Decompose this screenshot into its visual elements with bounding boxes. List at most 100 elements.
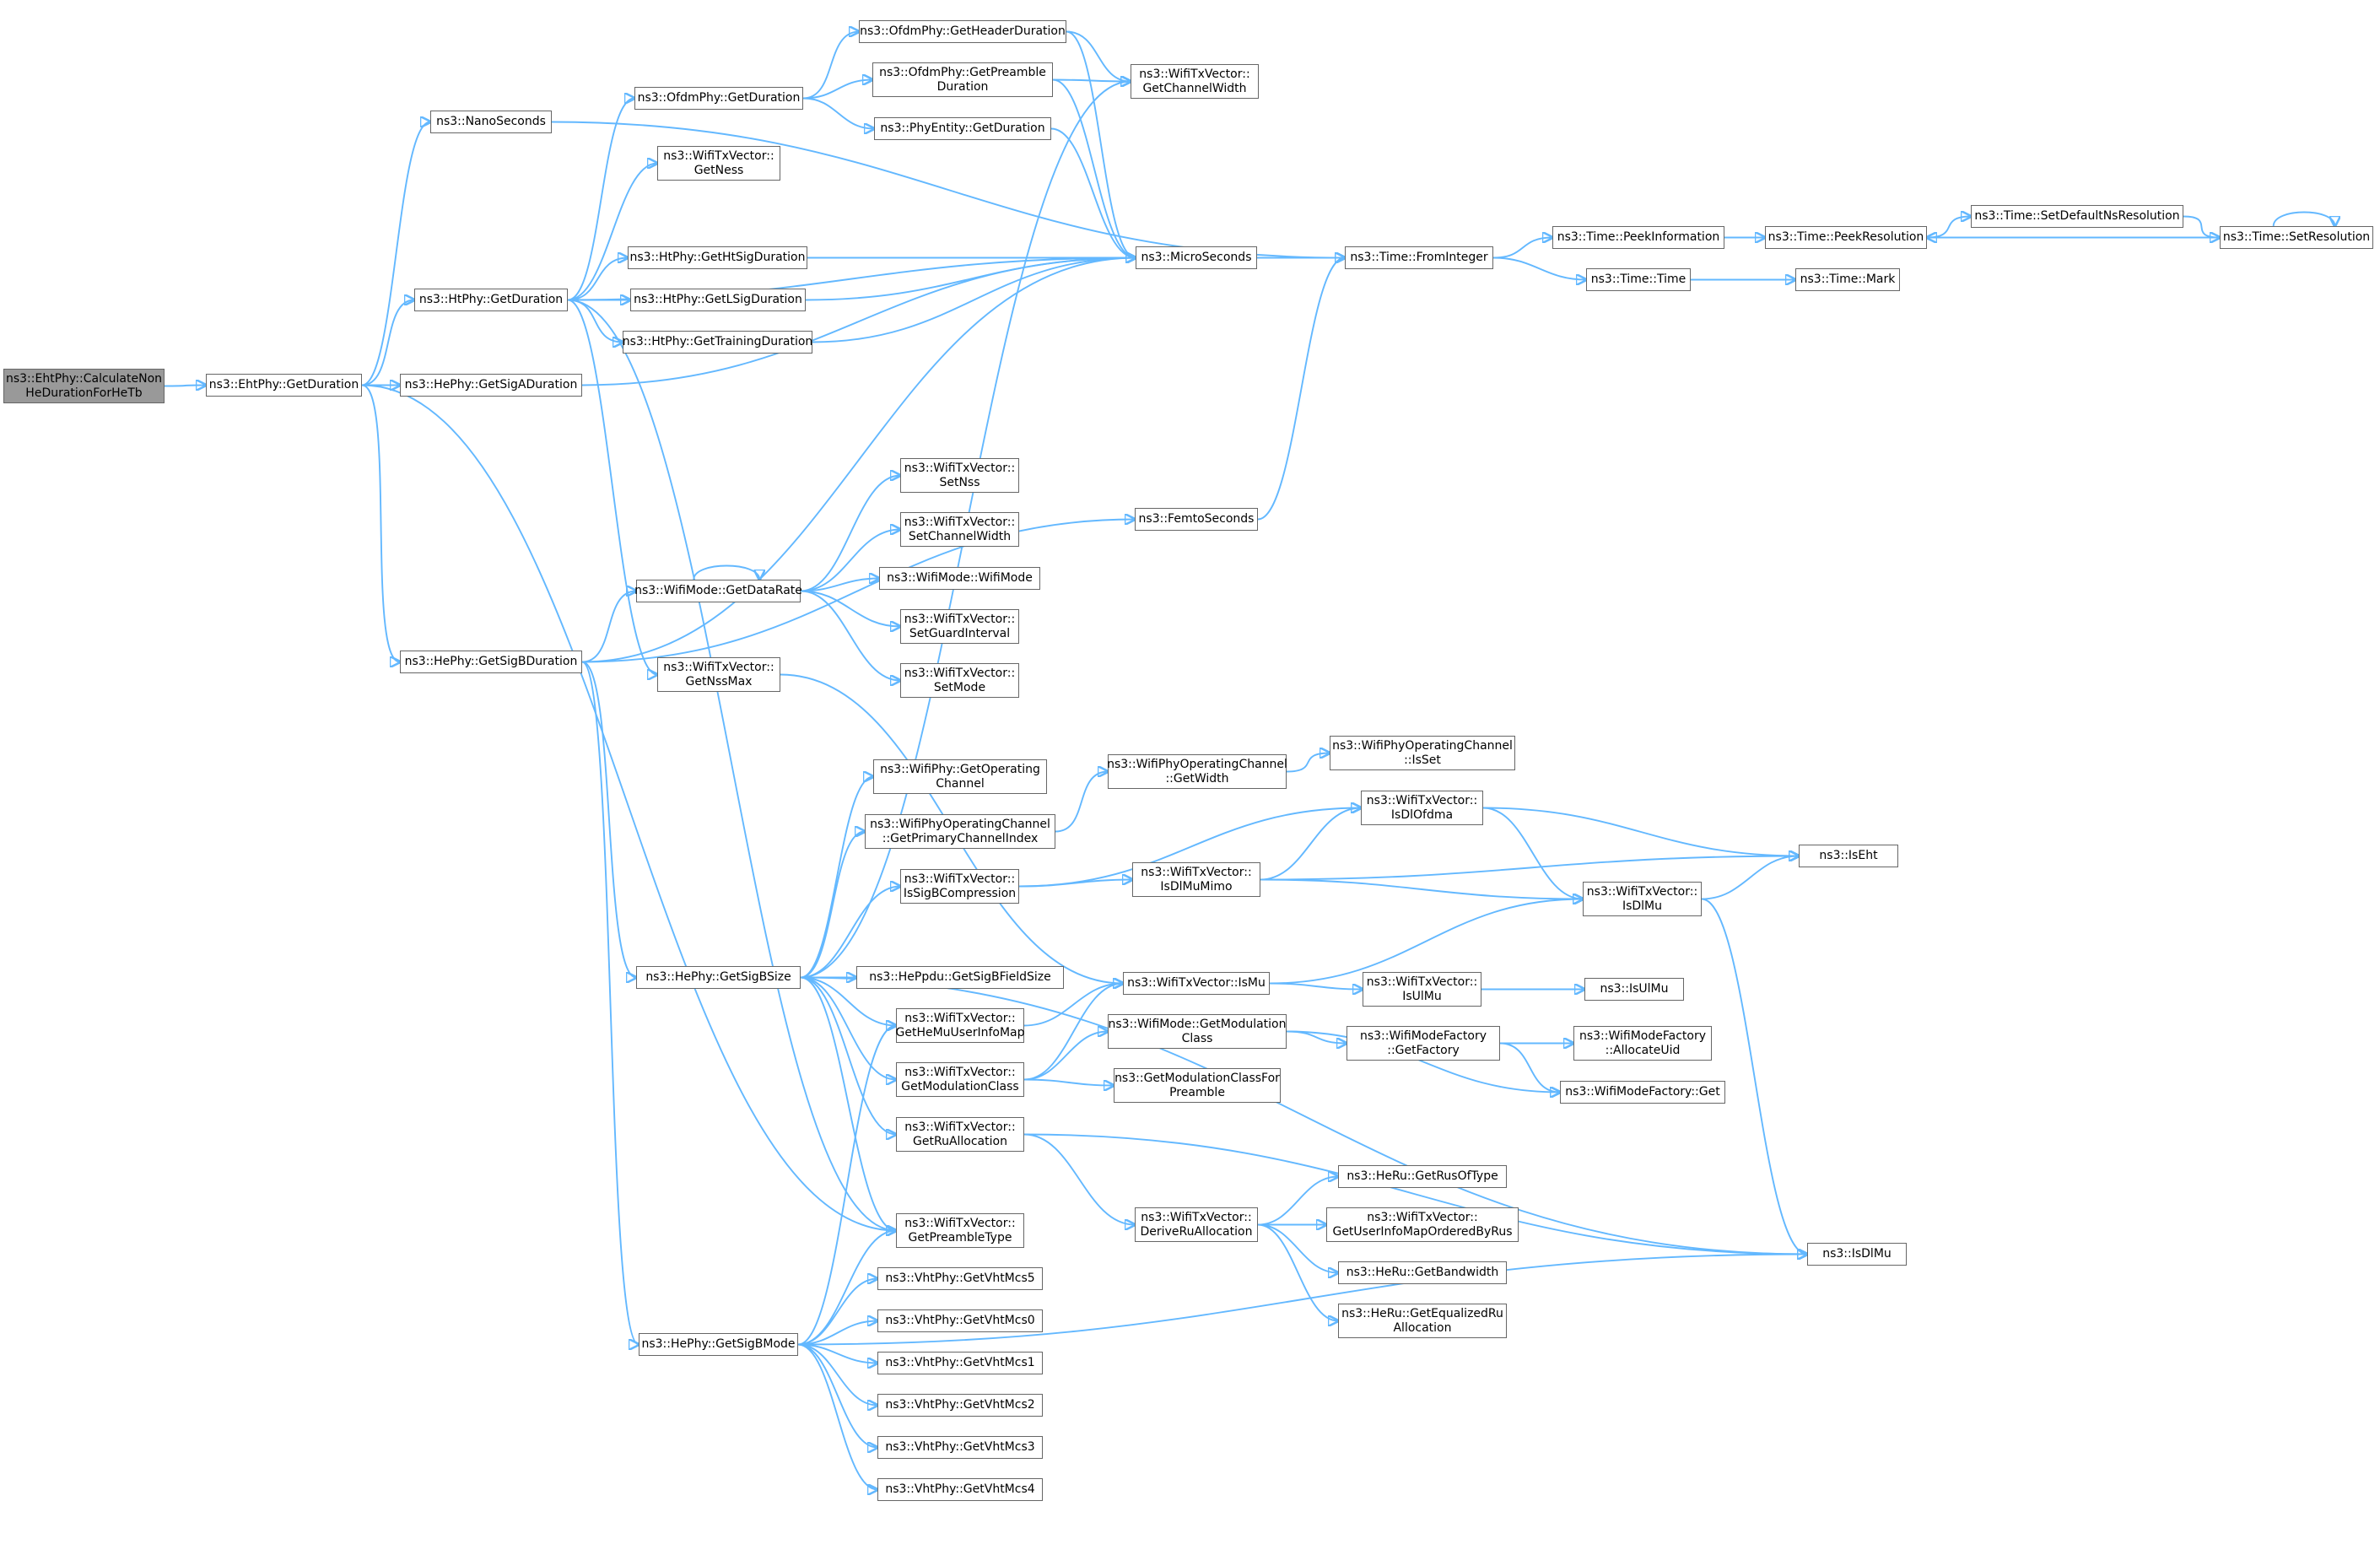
graph-node-wifimode-getdatarate[interactable]: ns3::WifiMode::GetDataRate [634, 580, 802, 602]
graph-node-txv-getnssmax[interactable]: ns3::WifiTxVector::GetNssMax [657, 657, 780, 692]
graph-node-ht-gethtsigduration[interactable]: ns3::HtPhy::GetHtSigDuration [628, 246, 807, 269]
graph-edge-eht-getduration-to-ht-getduration [361, 300, 414, 386]
graph-edge-he-getsigbsize-to-txv-getmodulationclass [800, 976, 896, 1080]
graph-node-time-setdefaultnsresolution[interactable]: ns3::Time::SetDefaultNsResolution [1971, 205, 2183, 228]
graph-node-wmf-get[interactable]: ns3::WifiModeFactory::Get [1560, 1081, 1725, 1104]
graph-node-txv-getmodulationclass[interactable]: ns3::WifiTxVector::GetModulationClass [896, 1062, 1024, 1097]
graph-edge-he-getsigbmode-to-isdlmu [797, 1255, 1807, 1346]
graph-node-label: GetUserInfoMapOrderedByRus [1332, 1224, 1513, 1239]
graph-edge-wifimode-getdatarate-to-txv-setchannelwidth [800, 530, 900, 592]
graph-edge-txv-ismu-to-txv-isdlmu [1269, 899, 1583, 985]
graph-edge-ht-getduration-to-txv-getpreambletype [567, 299, 896, 1231]
graph-node-label: ns3::Time::PeekResolution [1767, 230, 1924, 244]
graph-node-label: ns3::HtPhy::GetDuration [418, 293, 564, 306]
graph-node-label: ns3::VhtPhy::GetVhtMcs5 [885, 1272, 1035, 1285]
graph-node-txv-getruallocation[interactable]: ns3::WifiTxVector::GetRuAllocation [896, 1117, 1024, 1152]
graph-node-nanoseconds[interactable]: ns3::NanoSeconds [430, 111, 552, 133]
graph-node-vht-getvhtmcs4[interactable]: ns3::VhtPhy::GetVhtMcs4 [877, 1478, 1043, 1501]
graph-node-he-getsigbsize[interactable]: ns3::HePhy::GetSigBSize [636, 966, 801, 989]
graph-node-wmf-getfactory[interactable]: ns3::WifiModeFactory::GetFactory [1347, 1026, 1500, 1061]
graph-node-label: ns3::HeRu::GetBandwidth [1346, 1266, 1499, 1279]
graph-node-label: ns3::WifiPhyOperatingChannel [1107, 757, 1287, 771]
graph-node-microseconds[interactable]: ns3::MicroSeconds [1136, 246, 1257, 269]
graph-node-txv-setmode[interactable]: ns3::WifiTxVector::SetMode [900, 663, 1019, 698]
graph-node-femtoseconds[interactable]: ns3::FemtoSeconds [1135, 508, 1258, 531]
graph-node-txv-setchannelwidth[interactable]: ns3::WifiTxVector::SetChannelWidth [900, 512, 1019, 547]
graph-edge-he-getsigbsize-to-opch-getprimarychannelindex [800, 832, 865, 979]
graph-node-txv-isdlmu[interactable]: ns3::WifiTxVector::IsDlMu [1583, 882, 1702, 916]
graph-node-txv-getpreambletype[interactable]: ns3::WifiTxVector::GetPreambleType [896, 1213, 1024, 1248]
graph-edge-time-peekresolution-to-time-setdefaultnsresolution [1926, 217, 1971, 239]
graph-node-vht-getvhtmcs2[interactable]: ns3::VhtPhy::GetVhtMcs2 [877, 1394, 1043, 1417]
graph-edge-txv-gethemuuserinfomap-to-txv-ismu [1023, 984, 1123, 1027]
graph-node-isdlmu[interactable]: ns3::IsDlMu [1807, 1243, 1907, 1266]
graph-edge-time-setresolution-to-time-setresolution [2272, 211, 2335, 227]
graph-node-label: ns3::Time::SetDefaultNsResolution [1974, 209, 2180, 223]
graph-node-vht-getvhtmcs5[interactable]: ns3::VhtPhy::GetVhtMcs5 [877, 1267, 1043, 1290]
graph-node-time-time[interactable]: ns3::Time::Time [1586, 268, 1691, 291]
graph-edge-he-getsigbsize-to-txv-getpreambletype [800, 976, 896, 1231]
graph-node-wmf-allocateuid[interactable]: ns3::WifiModeFactory::AllocateUid [1573, 1026, 1712, 1061]
graph-node-txv-getness[interactable]: ns3::WifiTxVector::GetNess [657, 146, 780, 181]
graph-node-vht-getvhtmcs3[interactable]: ns3::VhtPhy::GetVhtMcs3 [877, 1436, 1043, 1459]
graph-node-time-peekresolution[interactable]: ns3::Time::PeekResolution [1765, 226, 1927, 249]
graph-node-time-setresolution[interactable]: ns3::Time::SetResolution [2220, 226, 2373, 249]
graph-node-txv-getchannelwidth[interactable]: ns3::WifiTxVector::GetChannelWidth [1131, 64, 1259, 99]
graph-node-label: SetGuardInterval [909, 626, 1011, 640]
graph-edge-wifimode-getdatarate-to-txv-setguardinterval [800, 590, 900, 627]
graph-node-label: ns3::HePhy::GetSigBMode [641, 1337, 796, 1351]
graph-node-txv-getuserinfomaporderedbyrus[interactable]: ns3::WifiTxVector::GetUserInfoMapOrdered… [1326, 1207, 1519, 1242]
graph-node-he-getsigbduration[interactable]: ns3::HePhy::GetSigBDuration [400, 651, 582, 673]
graph-node-isulmu[interactable]: ns3::IsUlMu [1584, 978, 1684, 1001]
graph-node-opch-getwidth[interactable]: ns3::WifiPhyOperatingChannel::GetWidth [1107, 754, 1287, 789]
graph-node-txv-gethemuuserinfomap[interactable]: ns3::WifiTxVector::GetHeMuUserInfoMap [896, 1008, 1025, 1043]
graph-node-eht-getduration[interactable]: ns3::EhtPhy::GetDuration [206, 374, 362, 397]
graph-node-ht-getlsigduration[interactable]: ns3::HtPhy::GetLSigDuration [630, 289, 806, 311]
graph-node-vht-getvhtmcs0[interactable]: ns3::VhtPhy::GetVhtMcs0 [877, 1309, 1043, 1332]
graph-node-he-getsigaduration[interactable]: ns3::HePhy::GetSigADuration [400, 374, 582, 397]
graph-node-label: ns3::PhyEntity::GetDuration [880, 121, 1045, 135]
graph-node-txv-deriveruallocation[interactable]: ns3::WifiTxVector::DeriveRuAllocation [1135, 1207, 1258, 1242]
graph-edge-ofdm-getduration-to-phyentity-getduration [802, 97, 874, 129]
graph-node-label: ns3::WifiTxVector:: [904, 1216, 1016, 1230]
graph-node-txv-isulmu[interactable]: ns3::WifiTxVector::IsUlMu [1363, 972, 1481, 1007]
graph-node-txv-setguardinterval[interactable]: ns3::WifiTxVector::SetGuardInterval [900, 609, 1019, 644]
graph-node-label: ns3::Time::SetResolution [2222, 230, 2371, 244]
graph-node-opch-isset[interactable]: ns3::WifiPhyOperatingChannel::IsSet [1330, 736, 1515, 770]
graph-node-txv-issigbcompression[interactable]: ns3::WifiTxVector::IsSigBCompression [900, 869, 1019, 904]
graph-node-ht-gettrainingduration[interactable]: ns3::HtPhy::GetTrainingDuration [623, 331, 812, 354]
graph-node-txv-isdlmumimo[interactable]: ns3::WifiTxVector::IsDlMuMimo [1132, 862, 1260, 897]
graph-node-he-getsigbmode[interactable]: ns3::HePhy::GetSigBMode [639, 1333, 798, 1356]
graph-node-ofdm-getduration[interactable]: ns3::OfdmPhy::GetDuration [634, 87, 803, 110]
graph-node-txv-setnss[interactable]: ns3::WifiTxVector::SetNss [900, 458, 1019, 493]
graph-node-ofdm-getheaderduration[interactable]: ns3::OfdmPhy::GetHeaderDuration [859, 20, 1066, 43]
graph-node-heru-getrusoftype[interactable]: ns3::HeRu::GetRusOfType [1338, 1165, 1507, 1188]
graph-edge-opch-getwidth-to-opch-isset [1286, 753, 1330, 773]
graph-node-time-frominteger[interactable]: ns3::Time::FromInteger [1345, 246, 1493, 269]
graph-node-label: ns3::WifiMode::GetModulation [1108, 1017, 1287, 1031]
graph-node-wifimode-wifimode[interactable]: ns3::WifiMode::WifiMode [879, 567, 1040, 590]
graph-node-time-peekinformation[interactable]: ns3::Time::PeekInformation [1552, 226, 1724, 249]
graph-edge-he-getsigbmode-to-vht-getvhtmcs5 [797, 1279, 877, 1346]
graph-node-opch-getprimarychannelindex[interactable]: ns3::WifiPhyOperatingChannel::GetPrimary… [865, 814, 1055, 849]
graph-node-label: ns3::VhtPhy::GetVhtMcs3 [885, 1440, 1035, 1454]
graph-node-txv-isdlofdma[interactable]: ns3::WifiTxVector::IsDlOfdma [1361, 791, 1483, 825]
graph-node-heppdu-getsigbfieldsize[interactable]: ns3::HePpdu::GetSigBFieldSize [856, 966, 1064, 989]
graph-node-vht-getvhtmcs1[interactable]: ns3::VhtPhy::GetVhtMcs1 [877, 1352, 1043, 1374]
graph-edge-ofdm-getduration-to-ofdm-getpreambleduration [802, 80, 872, 100]
graph-node-label: ns3::WifiMode::GetDataRate [634, 584, 802, 597]
graph-node-ht-getduration[interactable]: ns3::HtPhy::GetDuration [414, 289, 568, 311]
graph-node-heru-getbandwidth[interactable]: ns3::HeRu::GetBandwidth [1338, 1261, 1507, 1284]
graph-node-phyentity-getduration[interactable]: ns3::PhyEntity::GetDuration [874, 117, 1051, 140]
graph-node-txv-ismu[interactable]: ns3::WifiTxVector::IsMu [1123, 972, 1270, 995]
graph-node-label: ns3::HeRu::GetRusOfType [1347, 1169, 1498, 1183]
graph-edge-wifimode-getdatarate-to-txv-setnss [800, 476, 900, 592]
graph-node-iseht[interactable]: ns3::IsEht [1799, 845, 1898, 867]
graph-node-time-mark[interactable]: ns3::Time::Mark [1795, 268, 1900, 291]
